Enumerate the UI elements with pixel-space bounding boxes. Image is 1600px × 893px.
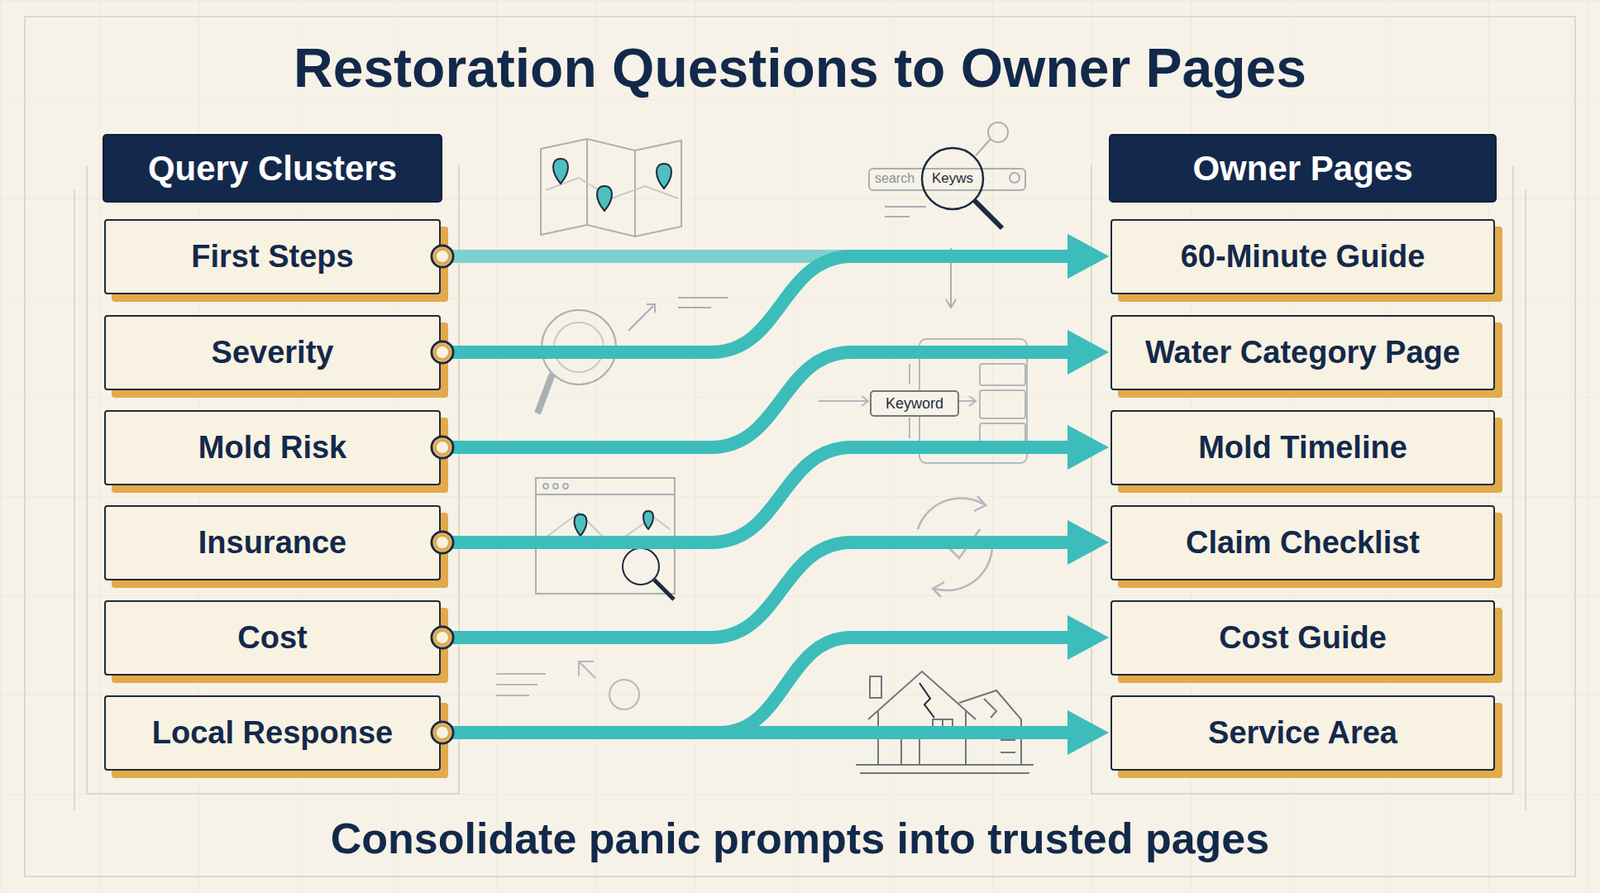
map-pins — [553, 158, 672, 211]
search-icon — [869, 122, 1026, 308]
connector-line — [440, 352, 1071, 448]
query-box: Local Response — [104, 695, 441, 771]
box-label: Severity — [211, 334, 335, 371]
flow-arrow — [440, 234, 1109, 353]
header-text: Query Clusters — [148, 148, 397, 189]
flow-arrow — [440, 425, 1109, 543]
box-label: 60-Minute Guide — [1180, 238, 1426, 275]
page-box: Water Category Page — [1110, 315, 1495, 391]
arrow-head — [1067, 234, 1109, 279]
page-box: 60-Minute Guide — [1110, 219, 1495, 295]
arrow-head — [1067, 329, 1109, 375]
page-box: Service Area — [1110, 695, 1495, 771]
page-box: Claim Checklist — [1110, 505, 1495, 581]
connector-line — [440, 725, 1071, 740]
query-box: Severity — [104, 315, 441, 391]
query-box: Cost — [104, 600, 441, 676]
box-label: Local Response — [152, 715, 393, 751]
flow-arrow — [440, 329, 1109, 448]
browser-pins — [574, 511, 655, 536]
flow-arrow — [440, 710, 1109, 755]
box-label: Cost — [237, 620, 307, 656]
box-label: Claim Checklist — [1185, 525, 1420, 561]
title: Restoration Questions to Owner Pages — [0, 36, 1600, 100]
connector-line — [440, 447, 1071, 543]
arrow-head — [1067, 615, 1109, 660]
column-header: Owner Pages — [1110, 135, 1495, 201]
keyword-tag: Keyword — [869, 390, 960, 417]
box-label: Cost Guide — [1218, 620, 1387, 656]
damaged-house — [855, 671, 1034, 774]
page-box: Cost Guide — [1110, 600, 1495, 676]
list-sketch — [496, 661, 640, 710]
caption: Consolidate panic prompts into trusted p… — [0, 813, 1600, 864]
search-text: search — [874, 170, 941, 187]
box-label: Mold Risk — [198, 429, 347, 466]
box-label: Water Category Page — [1145, 334, 1461, 371]
map-icon — [540, 138, 682, 237]
column-header: Query Clusters — [104, 135, 441, 201]
flow-arrow — [440, 615, 1109, 733]
header-text: Owner Pages — [1192, 148, 1413, 189]
arrow-head — [1067, 520, 1109, 565]
connector-line — [440, 542, 1071, 638]
box-label: Insurance — [198, 525, 348, 561]
magnifier-keyword: Keyws — [923, 167, 982, 190]
page-box: Mold Timeline — [1110, 410, 1495, 486]
connector-line — [440, 637, 1071, 733]
flow-arrow — [440, 520, 1109, 638]
box-label: Service Area — [1208, 715, 1398, 751]
box-label: First Steps — [191, 238, 354, 275]
query-box: Insurance — [104, 505, 441, 581]
arrow-head — [1067, 425, 1109, 470]
arrow-head — [1067, 234, 1109, 279]
box-label: Mold Timeline — [1198, 429, 1408, 466]
arrow-head — [1067, 710, 1109, 755]
frame-lines — [24, 16, 1576, 877]
query-box: First Steps — [104, 219, 441, 295]
connector-line — [440, 256, 1071, 353]
query-box: Mold Risk — [104, 410, 441, 486]
